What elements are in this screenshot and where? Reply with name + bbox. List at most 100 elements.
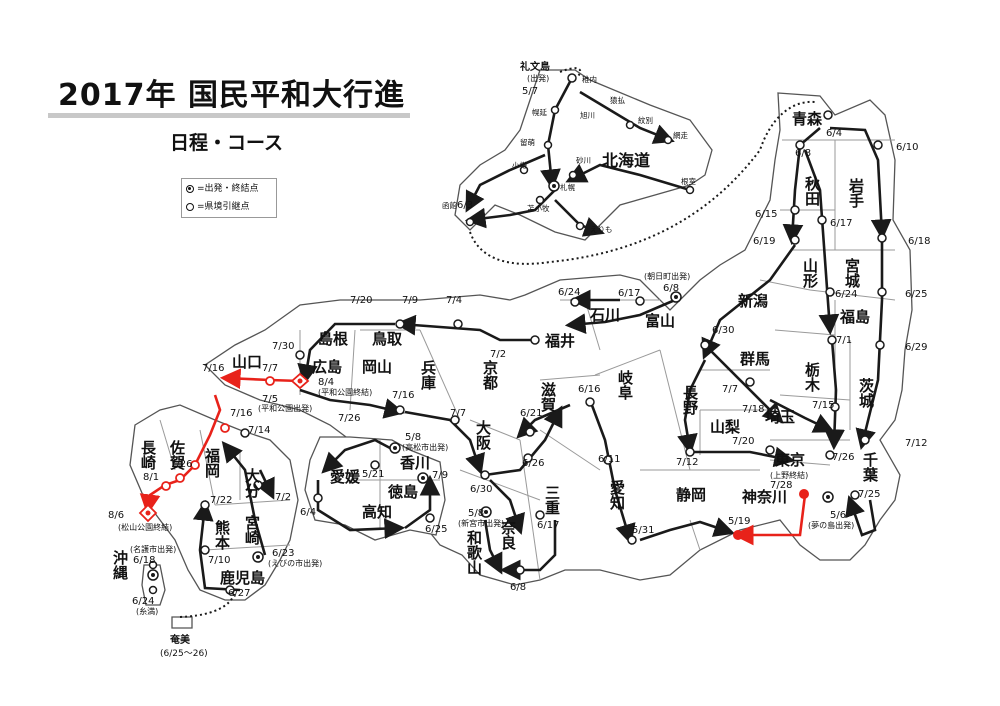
note-asahi: (朝日町出発) xyxy=(644,271,690,281)
note-shingu: (新宮市出発) xyxy=(458,518,504,528)
note-amami: 奄美 xyxy=(169,633,191,646)
date-8-6: 8/6 xyxy=(108,510,124,521)
date-7-20-kanto: 7/20 xyxy=(732,436,754,447)
date-5-7: 5/7 xyxy=(522,86,538,97)
date-7-10: 7/10 xyxy=(208,555,230,566)
red-filled-points xyxy=(145,378,809,540)
date-7-15: 7/15 xyxy=(812,400,834,411)
pref-shiga: 滋賀 xyxy=(539,381,557,413)
note-matsuyama: (松山公園終結) xyxy=(118,522,172,532)
hokkaido-station-labels: 稚内 猿払 紋別 網走 旭川 幌延 留萌 小樽 砂川 札幌 根室 苫小牧 えりも… xyxy=(442,74,696,234)
date-7-22: 7/22 xyxy=(210,495,232,506)
date-7-14: 7/14 xyxy=(248,425,270,436)
pref-fukushima: 福島 xyxy=(839,308,870,326)
date-7-7-hiroshima: 7/7 xyxy=(262,363,278,374)
date-6-24-tohoku: 6/24 xyxy=(835,289,857,300)
pref-yamagata: 山形 xyxy=(801,258,819,289)
start-end-points xyxy=(147,180,834,581)
stn-erimo: えりも xyxy=(590,225,613,234)
date-6-8-wakayama: 6/8 xyxy=(510,582,526,593)
pref-ibaraki: 茨城 xyxy=(857,378,875,409)
pref-osaka: 大阪 xyxy=(474,419,492,451)
pref-kagoshima: 鹿児島 xyxy=(220,569,265,587)
legend-start-end: =出発・終結点 xyxy=(186,180,272,198)
date-6-16: 6/16 xyxy=(578,384,600,395)
pref-nagano: 長野 xyxy=(681,385,699,416)
date-7-5: 7/5 xyxy=(262,394,278,405)
pref-miyagi: 宮城 xyxy=(843,257,861,289)
date-6-4: 6/4 xyxy=(826,128,842,139)
stn-nemuro: 根室 xyxy=(681,176,696,186)
legend-start-end-label: =出発・終結点 xyxy=(197,184,259,194)
stn-wakkanai: 稚内 xyxy=(582,74,597,84)
note-ueno: (上野終結) xyxy=(770,470,808,480)
date-6-26: 6/26 xyxy=(522,458,544,469)
note-rebun-start: (出発) xyxy=(527,73,549,83)
pref-wakayama: 和歌山 xyxy=(465,530,483,576)
date-7-7-osaka: 7/7 xyxy=(450,408,466,419)
pref-tottori: 鳥取 xyxy=(372,330,403,348)
date-7-12-nagano: 7/12 xyxy=(676,457,698,468)
date-6-10: 6/10 xyxy=(896,142,918,153)
pref-aomori: 青森 xyxy=(792,110,823,128)
note-rebun: 礼文島 xyxy=(520,60,550,73)
pref-tokyo: 東京 xyxy=(775,451,805,469)
pref-shizuoka: 静岡 xyxy=(676,486,706,504)
date-5-31: 5/31 xyxy=(632,525,654,536)
pref-miyazaki: 宮崎 xyxy=(243,514,261,546)
pref-nagasaki: 長崎 xyxy=(139,440,157,471)
march-routes xyxy=(192,77,892,592)
note-itoman: (糸満) xyxy=(136,606,158,616)
pref-shimane: 島根 xyxy=(318,330,348,348)
pref-chiba: 千葉 xyxy=(861,452,879,483)
pref-gifu: 岐阜 xyxy=(616,369,634,401)
date-7-20-chugoku: 7/20 xyxy=(350,295,372,306)
stn-hakodate: 函館 xyxy=(442,200,457,210)
note-nago: (名護市出発) xyxy=(130,544,176,554)
date-6-23: 6/23 xyxy=(272,548,294,559)
date-6-18: 6/18 xyxy=(908,236,930,247)
pref-okinawa: 沖縄 xyxy=(111,549,129,581)
pref-yamanashi: 山梨 xyxy=(710,418,740,436)
pref-kyoto: 京都 xyxy=(481,359,499,391)
border-marker-icon xyxy=(186,203,194,211)
pref-saitama: 埼玉 xyxy=(765,408,795,426)
date-6-25-tohoku: 6/25 xyxy=(905,289,927,300)
date-6-15: 6/15 xyxy=(755,209,777,220)
date-8-1: 8/1 xyxy=(143,472,159,483)
date-6-24-hokuriku: 6/24 xyxy=(558,287,580,298)
border-points xyxy=(148,73,887,595)
date-5-21: 5/21 xyxy=(362,469,384,480)
date-7-4: 7/4 xyxy=(446,295,462,306)
pref-hyogo: 兵庫 xyxy=(419,359,437,391)
date-6-17-hokuriku: 6/17 xyxy=(618,288,640,299)
date-6-21: 6/21 xyxy=(520,408,542,419)
pref-okayama: 岡山 xyxy=(362,358,392,376)
pref-fukui: 福井 xyxy=(544,332,575,350)
pref-kumamoto: 熊本 xyxy=(213,519,231,551)
stn-asahikawa: 旭川 xyxy=(580,110,595,120)
date-7-26-hyogo: 7/26 xyxy=(338,413,360,424)
pref-yamaguchi: 山口 xyxy=(232,353,262,371)
date-labels: 5/7 6/3 6/4 6/8 6/10 6/15 6/17 6/18 6/19… xyxy=(108,86,930,607)
note-yumenoshima: (夢の島出発) xyxy=(808,520,854,530)
pref-aichi: 愛知 xyxy=(608,479,626,511)
stn-tomakomai: 苫小牧 xyxy=(527,203,550,213)
page-title: 2017年 国民平和大行進 xyxy=(58,78,405,113)
date-5-8-kagawa: 5/8 xyxy=(405,432,421,443)
date-6-27: 6/27 xyxy=(228,588,250,599)
date-5-8-wakayama: 5/8 xyxy=(468,508,484,519)
page-subtitle: 日程・コース xyxy=(170,132,284,154)
stn-abashiri: 網走 xyxy=(673,130,688,140)
note-heiwa-end: (平和公園終結) xyxy=(318,387,372,397)
title-underline xyxy=(48,113,410,118)
date-6-25-kochi: 6/25 xyxy=(425,524,447,535)
date-7-9-tokushima: 7/9 xyxy=(432,470,448,481)
map-legend: =出発・終結点 =県境引継点 xyxy=(181,178,277,218)
date-7-2-miyazaki: 7/2 xyxy=(275,492,291,503)
date-7-26-kyushu: 7/26 xyxy=(170,459,192,470)
amami-outline xyxy=(171,616,193,629)
date-7-1: 7/1 xyxy=(836,335,852,346)
note-takamatsu: (高松市出発) xyxy=(402,442,448,452)
